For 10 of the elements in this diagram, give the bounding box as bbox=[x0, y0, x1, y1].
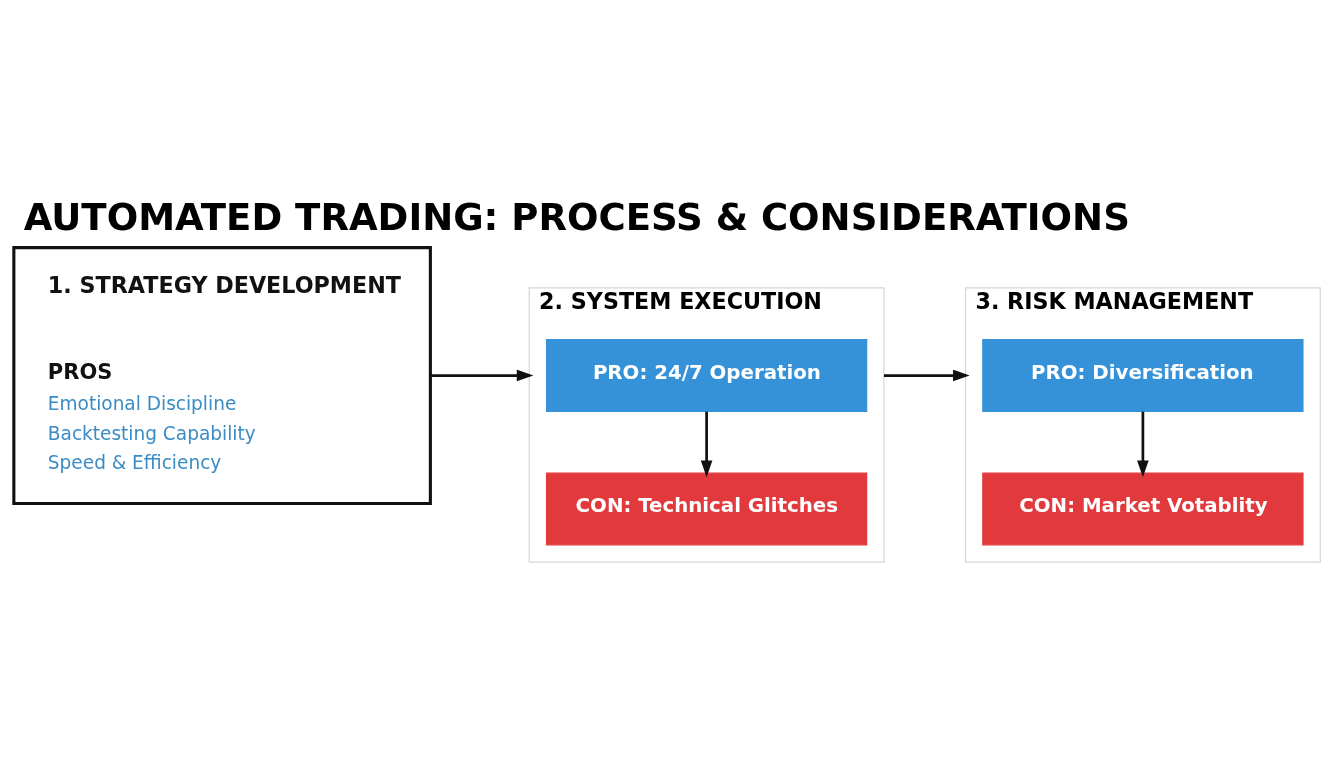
node-box: 1. STRATEGY DEVELOPMENT PROS Emotional Discipline Backtesting Capability Speed & Efficiency bbox=[12, 245, 432, 505]
arrow bbox=[700, 411, 713, 477]
node-box: PRO: 24/7 Operation bbox=[545, 338, 868, 412]
node-box: CON: Technical Glitches bbox=[545, 472, 868, 545]
diagram-title: AUTOMATED TRADING: PROCESS & CONSIDERATIONS bbox=[23, 195, 1130, 239]
node-box: CON: Market Votablity bbox=[982, 472, 1304, 545]
arrow bbox=[883, 369, 970, 381]
node-box: PRO: Diversification bbox=[982, 338, 1304, 412]
arrow bbox=[430, 369, 534, 381]
arrow bbox=[1137, 411, 1149, 477]
